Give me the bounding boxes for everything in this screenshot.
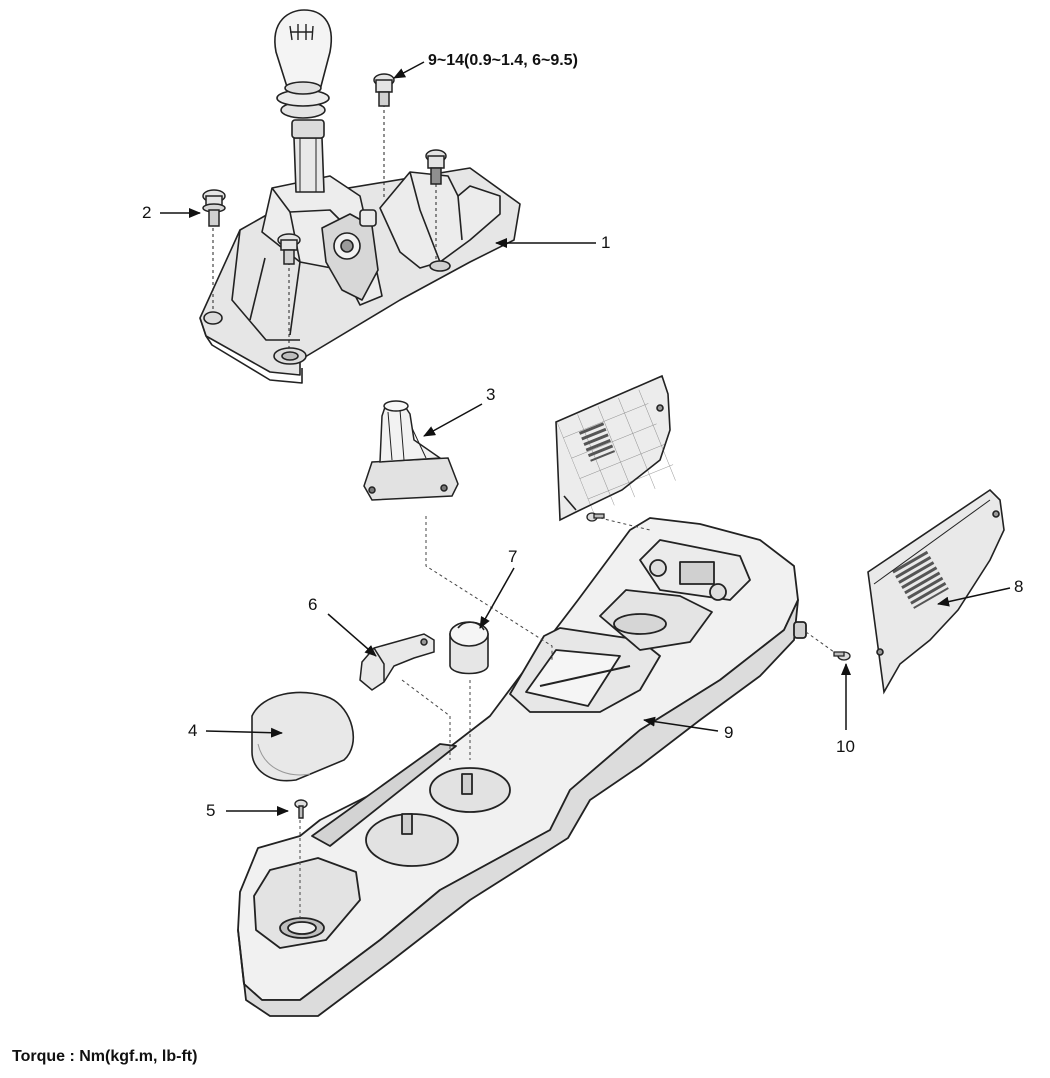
assembly-guide-lines	[299, 516, 835, 918]
side-panel-right	[868, 490, 1004, 692]
leader-lines	[160, 61, 1011, 816]
callout-7: 7	[508, 547, 518, 566]
bracket-6	[360, 634, 434, 690]
leader-6	[327, 613, 377, 657]
side-panel-left	[556, 376, 680, 520]
callout-6: 6	[308, 595, 318, 614]
callout-3: 3	[486, 385, 496, 404]
bolt-right	[426, 150, 446, 184]
leader-3	[423, 403, 483, 437]
leader-9	[643, 716, 719, 732]
callout-4: 4	[188, 721, 198, 740]
bolt-2	[203, 190, 225, 226]
leader-8	[937, 587, 1011, 607]
floor-console	[238, 518, 806, 1016]
callout-5: 5	[206, 801, 216, 820]
callout-2: 2	[142, 203, 152, 222]
torque-units-note: Torque : Nm(kgf.m, lb-ft)	[12, 1048, 198, 1065]
screw-10	[834, 652, 850, 660]
shift-lever-assembly	[200, 10, 520, 383]
leader-torque	[393, 61, 425, 79]
callout-1: 1	[601, 233, 611, 252]
cup-insert-7	[450, 622, 488, 674]
callout-8: 8	[1014, 577, 1024, 596]
bolt-torque	[374, 74, 394, 106]
shift-boot	[364, 401, 458, 500]
leader-7	[479, 567, 515, 629]
bolt-center	[278, 234, 300, 264]
callout-9: 9	[724, 723, 734, 742]
screw-left-panel	[587, 513, 604, 521]
callout-10: 10	[836, 737, 855, 756]
screw-5	[295, 800, 307, 818]
torque-spec-label: 9~14(0.9~1.4, 6~9.5)	[428, 52, 578, 69]
leader-4	[205, 727, 283, 738]
console-mat	[252, 692, 353, 780]
